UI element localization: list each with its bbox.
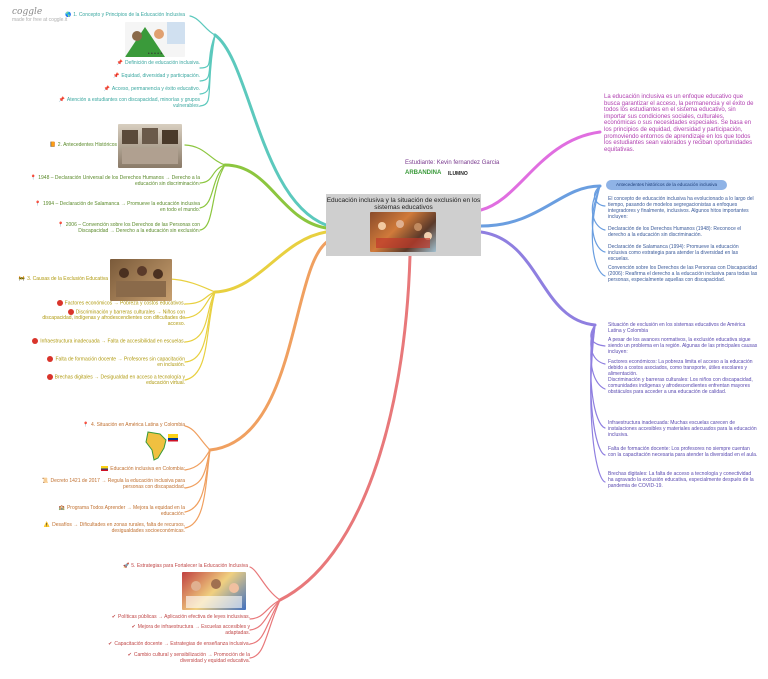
book-icon: 📙 <box>49 142 56 148</box>
r3-item[interactable]: Factores económicos: La pobreza limita e… <box>608 359 753 377</box>
r3-item[interactable]: Discriminación y barreras culturales: Lo… <box>608 377 753 395</box>
b3-item[interactable]: Infraestructura inadecuada → Falta de ac… <box>25 338 185 344</box>
coggle-logo[interactable]: coggle <box>12 7 43 17</box>
r3-item[interactable]: Brechas digitales: La falta de acceso a … <box>608 471 754 489</box>
b3-item[interactable]: Factores económicos → Pobreza y costos e… <box>20 300 185 306</box>
latin-america-map-image <box>140 430 182 462</box>
b4-item[interactable]: 📜Decreto 1421 de 2017 → Regula la educac… <box>42 478 185 490</box>
pin-icon: 📍 <box>30 175 37 181</box>
b1-item[interactable]: 📌Definición de educación inclusiva. <box>116 60 200 66</box>
b4-item[interactable]: 🏫Programa Todos Aprender → Mejora la equ… <box>58 505 185 517</box>
document-icon: 📜 <box>42 478 49 484</box>
history-image <box>118 124 182 168</box>
r3-item[interactable]: Situación de exclusión en los sistemas e… <box>608 322 746 334</box>
student-name: Estudiante: Kevin fernandez Garcia <box>405 160 500 166</box>
b2-item[interactable]: 📍1994 – Declaración de Salamanca → Promu… <box>34 201 200 213</box>
r3-item[interactable]: Infraestructura inadecuada: Muchas escue… <box>608 420 757 438</box>
b1-item[interactable]: 📌Equidad, diversidad y participación. <box>113 73 200 79</box>
red-circle-icon <box>46 374 53 380</box>
ilumno-logo: ILUMNO <box>448 171 468 177</box>
colombia-flag-icon <box>101 466 109 472</box>
exclusion-image <box>110 259 172 301</box>
school-icon: 🏫 <box>58 505 65 511</box>
r3-item[interactable]: A pesar de los avances normativos, la ex… <box>608 337 758 355</box>
pin-icon: 📍 <box>82 422 90 428</box>
r2-item[interactable]: Declaración de los Derechos Humanos (194… <box>608 226 742 238</box>
b5-item[interactable]: ✔Políticas públicas → Aplicación efectiv… <box>111 614 250 620</box>
b5-item[interactable]: ✔Capacitación docente → Estrategias de e… <box>108 641 250 647</box>
b2-item[interactable]: 📍1948 – Declaración Universal de los Der… <box>30 175 200 187</box>
b3-item[interactable]: Brechas digitales → Desigualdad en acces… <box>45 374 185 386</box>
pin-icon: 📌 <box>116 60 123 66</box>
checkmark-icon: ✔ <box>111 614 116 620</box>
b5-item[interactable]: ✔Cambio cultural y sensibilización → Pro… <box>127 652 250 664</box>
red-circle-icon <box>56 300 63 306</box>
r2-item[interactable]: Declaración de Salamanca (1994): Promuev… <box>608 244 739 262</box>
branch-2-title[interactable]: 📙2. Antecedentes Históricos <box>49 142 117 148</box>
r2-item[interactable]: Convención sobre los Derechos de las Per… <box>608 265 758 283</box>
red-circle-icon <box>67 309 74 315</box>
pin-icon: 📌 <box>113 73 120 79</box>
branch-5-title[interactable]: 🚀5. Estrategias para Fortalecer la Educa… <box>123 563 248 569</box>
checkmark-icon: ✔ <box>131 624 136 630</box>
r2-item[interactable]: El concepto de educación inclusiva ha ev… <box>608 196 754 220</box>
r3-item[interactable]: Falta de formación docente: Los profesor… <box>608 446 758 458</box>
arbandina-logo: ARBANDINA <box>405 170 442 176</box>
red-circle-icon <box>32 338 39 344</box>
pin-icon: 📍 <box>57 222 64 228</box>
warning-icon: ⚠️ <box>43 522 51 528</box>
construction-icon: 🚧 <box>18 276 26 282</box>
red-circle-icon <box>47 356 54 362</box>
checkmark-icon: ✔ <box>127 652 132 658</box>
pin-icon: 📌 <box>103 86 110 92</box>
b3-item[interactable]: Discriminación y barreras culturales → N… <box>42 309 185 328</box>
branch-1-title[interactable]: 🌎1. Concepto y Principios de la Educació… <box>65 12 185 18</box>
pin-icon: 📍 <box>34 201 41 207</box>
b5-item[interactable]: ✔Mejora de infraestructura → Escuelas ac… <box>131 624 250 636</box>
b1-item[interactable]: 📌Atención a estudiantes con discapacidad… <box>58 97 200 109</box>
branch-4-title[interactable]: 📍4. Situación en América Latina y Colomb… <box>82 422 185 428</box>
coggle-tagline[interactable]: made for free at coggle.it <box>12 17 68 23</box>
history-topic-node[interactable]: Antecedentes históricos de la educación … <box>606 180 727 190</box>
svg-text:• • • • •: • • • • • <box>148 51 163 57</box>
b2-item[interactable]: 📍2006 – Convención sobre los Derechos de… <box>57 222 200 234</box>
globe-icon: 🌎 <box>65 12 72 18</box>
b3-item[interactable]: Falta de formación docente → Profesores … <box>45 356 185 368</box>
branch-3-title[interactable]: 🚧3. Causas de la Exclusión Educativa <box>18 276 108 282</box>
diversity-image: • • • • • <box>125 22 185 57</box>
rocket-icon: 🚀 <box>123 563 130 569</box>
classroom-image <box>370 212 436 252</box>
central-title: Educación inclusiva y la situación de ex… <box>326 197 481 211</box>
strategies-image <box>182 572 246 610</box>
inclusive-education-definition[interactable]: La educación inclusiva es un enfoque edu… <box>604 94 754 153</box>
central-node[interactable]: Educación inclusiva y la situación de ex… <box>326 194 481 256</box>
pin-icon: 📌 <box>58 97 65 103</box>
b1-item[interactable]: 📌Acceso, permanencia y éxito educativo. <box>103 86 200 92</box>
checkmark-icon: ✔ <box>108 641 113 647</box>
b4-item[interactable]: Educación inclusiva en Colombia: <box>40 466 185 472</box>
b4-item[interactable]: ⚠️Desafíos → Dificultades en zonas rural… <box>43 522 185 534</box>
